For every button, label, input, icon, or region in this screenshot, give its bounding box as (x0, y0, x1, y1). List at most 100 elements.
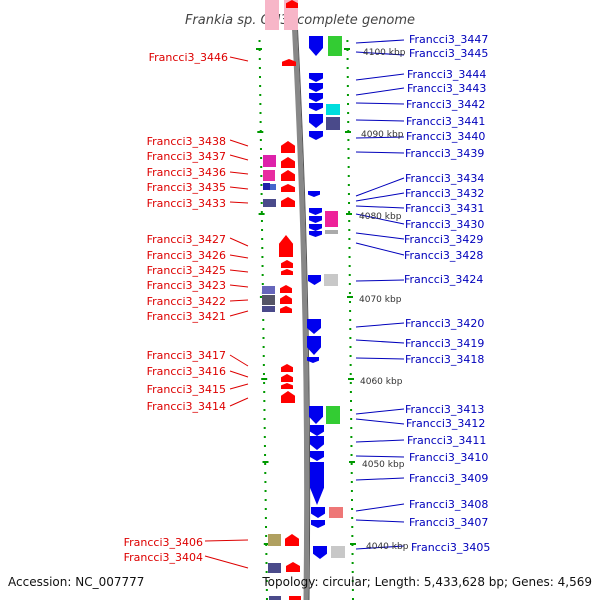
track-dot (347, 175, 350, 177)
tick-tracks (256, 40, 356, 600)
gene-label[interactable]: Francci3_3443 (407, 82, 486, 95)
gene-label[interactable]: Francci3_3429 (404, 233, 483, 246)
gene-label[interactable]: Francci3_3439 (405, 147, 484, 160)
gene-label[interactable]: Francci3_3413 (405, 403, 484, 416)
scale-label: 4070 kbp (359, 295, 402, 305)
label-leader (355, 357, 405, 360)
gene-label[interactable]: Francci3_3412 (406, 417, 485, 430)
label-leader (355, 439, 405, 443)
gene-label[interactable]: Francci3_3421 (147, 310, 226, 323)
track-dot (262, 328, 265, 330)
gene-label[interactable]: Francci3_3446 (149, 51, 228, 64)
track-dot (348, 265, 351, 267)
forward-gene (309, 216, 322, 223)
gene-label[interactable]: Francci3_3445 (409, 47, 488, 60)
gene-label[interactable]: Francci3_3423 (147, 279, 226, 292)
forward-gene (311, 507, 325, 518)
gene-label[interactable]: Francci3_3441 (406, 115, 485, 128)
gene-label[interactable]: Francci3_3406 (124, 536, 203, 549)
gene-label[interactable]: Francci3_3422 (147, 295, 226, 308)
label-leaders (204, 39, 405, 569)
gene-label[interactable]: Francci3_3440 (406, 130, 485, 143)
gene-label[interactable]: Francci3_3410 (409, 451, 488, 464)
gene-label[interactable]: Francci3_3433 (147, 197, 226, 210)
label-leader (229, 186, 249, 190)
gene-label[interactable]: Francci3_3432 (405, 187, 484, 200)
gene-label[interactable]: Francci3_3434 (405, 172, 484, 185)
track-dot (346, 76, 349, 78)
reverse-gene (280, 306, 292, 313)
gene-label[interactable]: Francci3_3435 (147, 181, 226, 194)
label-leader (355, 519, 405, 523)
accession-text: Accession: NC_007777 (8, 575, 144, 589)
label-leader (229, 171, 249, 175)
track-tick (346, 213, 352, 215)
gene-label[interactable]: Francci3_3436 (147, 166, 226, 179)
gene-label[interactable]: Francci3_3430 (405, 218, 484, 231)
gene-label[interactable]: Francci3_3409 (409, 472, 488, 485)
label-leader (229, 370, 249, 378)
track-dot (348, 229, 351, 231)
reverse-gene (279, 235, 293, 257)
gene-label[interactable]: Francci3_3411 (407, 434, 486, 447)
gene-label[interactable]: Francci3_3447 (409, 33, 488, 46)
gene-label[interactable]: Francci3_3417 (147, 349, 226, 362)
track-dot (346, 94, 349, 96)
reverse-gene (281, 157, 295, 168)
gene-label[interactable]: Francci3_3405 (411, 541, 490, 554)
gene-label[interactable]: Francci3_3431 (405, 202, 484, 215)
gene-label[interactable]: Francci3_3426 (147, 249, 226, 262)
track-dot (350, 418, 353, 420)
gene-label[interactable]: Francci3_3425 (147, 264, 226, 277)
rna-feature (265, 0, 279, 30)
gene-label[interactable]: Francci3_3415 (147, 383, 226, 396)
track-dot (347, 157, 350, 159)
gene-label[interactable]: Francci3_3414 (147, 400, 226, 413)
gene-label[interactable]: Francci3_3442 (406, 98, 485, 111)
track-dot (348, 202, 351, 204)
label-leader (229, 310, 249, 317)
gene-label[interactable]: Francci3_3419 (405, 337, 484, 350)
gene-label[interactable]: Francci3_3428 (404, 249, 483, 262)
rna-feature (325, 230, 338, 234)
scale-label: 4090 kbp (361, 130, 404, 140)
track-dot (261, 283, 264, 285)
gene-label[interactable]: Francci3_3444 (407, 68, 486, 81)
topology-text: Topology: circular; Length: 5,433,628 bp… (261, 575, 592, 589)
forward-gene (309, 114, 323, 128)
forward-gene (309, 103, 323, 111)
track-dot (259, 148, 262, 150)
track-dot (347, 148, 350, 150)
gene-label[interactable]: Francci3_3438 (147, 135, 226, 148)
label-leader (355, 408, 405, 415)
track-dot (351, 562, 354, 564)
label-leader (229, 139, 249, 147)
rna-feature (262, 286, 275, 294)
gene-label[interactable]: Francci3_3420 (405, 317, 484, 330)
track-tick (263, 543, 270, 545)
gene-label[interactable]: Francci3_3404 (124, 551, 203, 564)
gene-label[interactable]: Francci3_3424 (404, 273, 483, 286)
track-dot (264, 472, 267, 474)
track-dot (347, 103, 350, 105)
right-gene-labels: Francci3_3447 Francci3_3445 Francci3_344… (404, 33, 490, 554)
reverse-gene (281, 374, 293, 382)
track-dot (262, 373, 265, 375)
gene-label[interactable]: Francci3_3408 (409, 498, 488, 511)
label-leader (355, 39, 405, 44)
track-dot (348, 238, 351, 240)
label-leader (229, 269, 249, 273)
track-dot (264, 499, 267, 501)
track-dot (263, 391, 266, 393)
rna-feature (326, 117, 340, 130)
gene-label[interactable]: Francci3_3407 (409, 516, 488, 529)
track-dot (350, 463, 353, 465)
gene-label[interactable]: Francci3_3416 (147, 365, 226, 378)
track-dot (349, 364, 352, 366)
track-dot (265, 526, 268, 528)
track-dot (263, 382, 266, 384)
gene-label[interactable]: Francci3_3437 (147, 150, 226, 163)
gene-label[interactable]: Francci3_3418 (405, 353, 484, 366)
forward-gene (310, 436, 324, 450)
gene-label[interactable]: Francci3_3427 (147, 233, 226, 246)
